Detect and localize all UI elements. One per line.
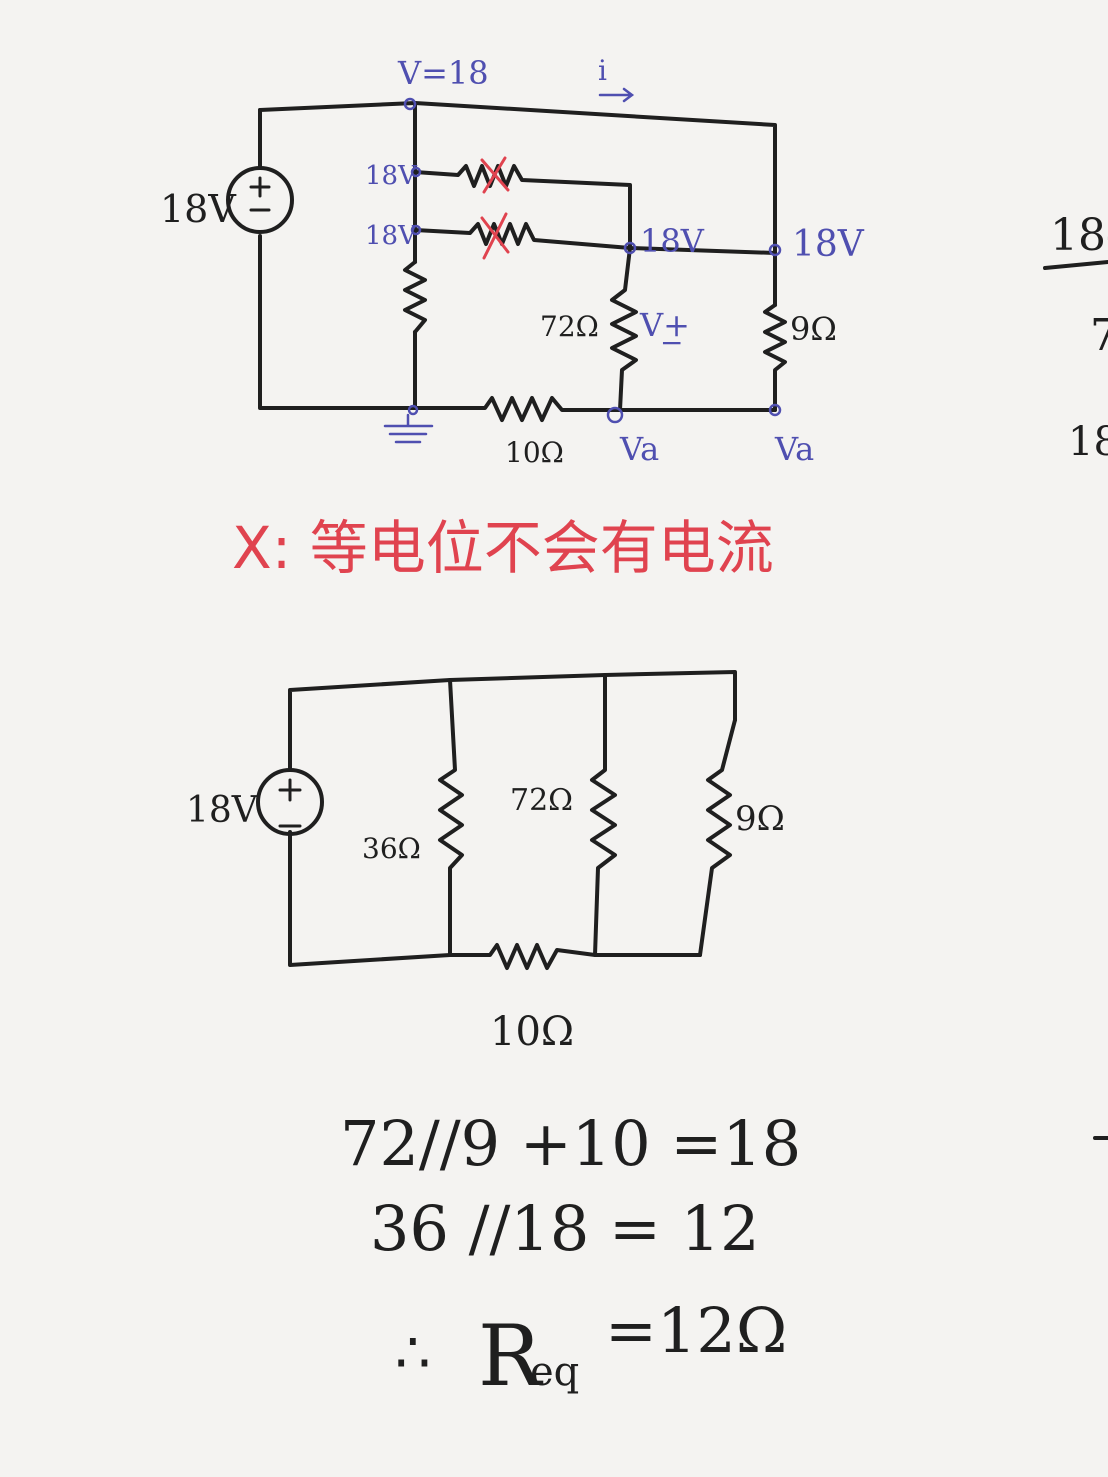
r36-label: 36Ω xyxy=(362,832,421,865)
node-top xyxy=(403,97,417,111)
req-result: =12Ω xyxy=(605,1294,787,1367)
top-wire-outer xyxy=(258,101,777,307)
r10-label-top: 10Ω xyxy=(505,436,564,469)
resistor-9-bottom xyxy=(698,718,737,957)
voltage-source-bottom xyxy=(256,768,324,836)
red-cross-1 xyxy=(480,156,510,194)
node-ground xyxy=(407,404,419,416)
fragment-row3: 18 xyxy=(1068,419,1108,465)
ground-icon xyxy=(383,413,434,444)
node-va-2 xyxy=(768,403,782,417)
top-circuit: 18V V=18 i 18V 18V 18V 18V 72Ω V+ − 9Ω 1… xyxy=(160,54,865,469)
top-wire-bottom xyxy=(413,396,777,422)
edge-fragments: 18- 7 18 xyxy=(1043,210,1108,1140)
left-node-label-2: 18V xyxy=(365,221,418,251)
calc-line-2: 36 //18 = 12 xyxy=(370,1192,760,1265)
current-arrow-icon xyxy=(598,87,635,103)
red-note: X: 等电位不会有电流 xyxy=(232,514,774,582)
red-cross-2 xyxy=(480,212,510,260)
calc-line-1: 72//9 +10 =18 xyxy=(340,1107,801,1180)
current-label: i xyxy=(598,54,607,87)
fraction-bar xyxy=(1043,260,1108,270)
top-wire-left xyxy=(258,108,417,410)
req-subscript: eq xyxy=(530,1349,579,1395)
fragment-frac-top: 18- xyxy=(1050,210,1108,261)
left-node-label-1: 18V xyxy=(365,161,418,191)
bottom-circuit: 18V 36Ω 72Ω 9Ω 10Ω xyxy=(186,670,785,1055)
r72-label-top: 72Ω xyxy=(540,310,599,343)
r72-label-bottom: 72Ω xyxy=(510,783,573,818)
req-R: R xyxy=(478,1307,544,1405)
va-label-2: Va xyxy=(774,430,814,468)
node-top-label: V=18 xyxy=(397,54,489,92)
calculations: 72//9 +10 =18 36 //18 = 12 ∴ R eq =12Ω xyxy=(340,1107,801,1405)
source-label-top: 18V xyxy=(160,187,236,231)
source-polarity-bottom xyxy=(278,778,302,828)
resistor-72-bottom xyxy=(590,673,617,957)
source-label-bottom: 18V xyxy=(186,790,259,831)
fragment-frac-bottom: 7 xyxy=(1090,310,1108,361)
therefore-symbol: ∴ xyxy=(395,1321,431,1386)
v-plus-label: V+ xyxy=(639,306,690,344)
resistor-72-top xyxy=(610,246,638,412)
top-wire-bridge xyxy=(628,246,777,255)
source-polarity-top xyxy=(249,176,271,212)
va-label-1: Va xyxy=(619,430,659,468)
voltage-source-top xyxy=(226,166,294,234)
r9-label-bottom: 9Ω xyxy=(735,799,785,839)
node-left-1 xyxy=(410,166,422,178)
mid-node-label: 18V xyxy=(640,222,705,260)
bottom-wire-bottom xyxy=(448,943,702,970)
resistor-9-top xyxy=(763,303,787,412)
node-left-2 xyxy=(410,224,422,236)
resistor-36 xyxy=(438,678,464,957)
r9-label-top: 9Ω xyxy=(790,310,837,348)
v-minus-label: − xyxy=(660,326,683,359)
right-node-label: 18V xyxy=(792,224,865,265)
node-va-1 xyxy=(606,406,624,424)
resistor-left-top xyxy=(403,260,427,334)
node-mid xyxy=(623,241,637,255)
r10-label-bottom: 10Ω xyxy=(490,1009,574,1055)
node-right xyxy=(768,243,782,257)
